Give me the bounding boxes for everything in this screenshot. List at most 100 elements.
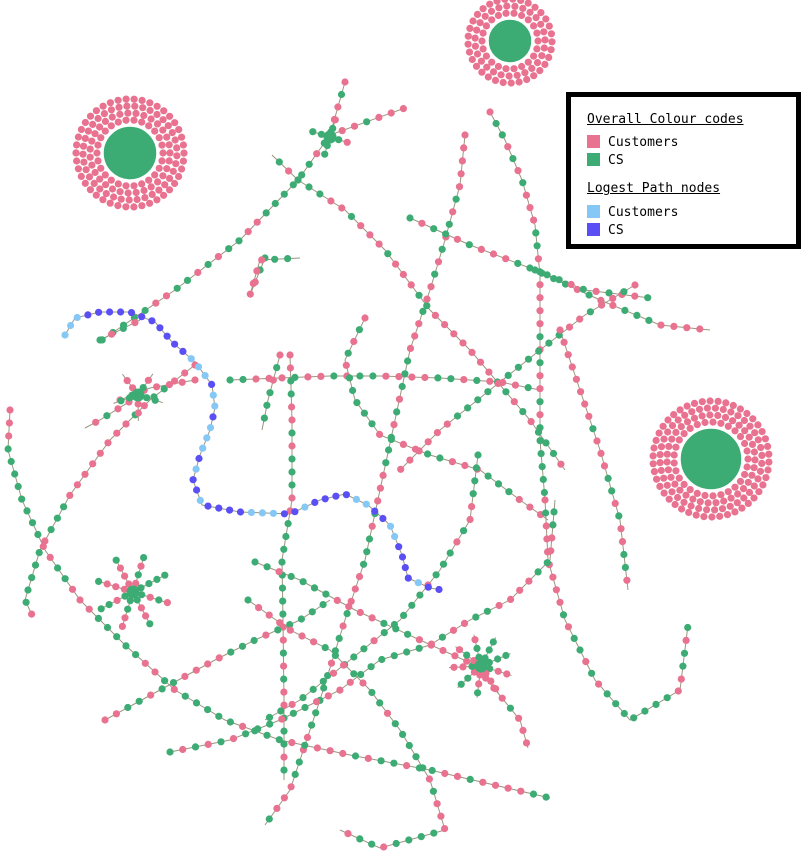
- graph-node: [132, 651, 140, 659]
- graph-node: [515, 78, 523, 86]
- graph-node: [349, 386, 357, 395]
- graph-node: [672, 428, 680, 436]
- graph-node: [94, 141, 102, 149]
- graph-node: [552, 586, 561, 594]
- graph-node: [368, 688, 376, 697]
- graph-node: [297, 615, 305, 623]
- graph-node: [333, 596, 341, 605]
- graph-node: [154, 178, 162, 186]
- legend-label-longest-customers: Customers: [608, 205, 679, 220]
- graph-node: [367, 663, 375, 671]
- graph-node: [130, 182, 138, 190]
- graph-node: [152, 299, 160, 307]
- graph-node: [72, 149, 80, 157]
- graph-node: [375, 113, 383, 121]
- graph-node: [159, 126, 167, 134]
- graph-node: [674, 687, 682, 695]
- graph-node: [263, 401, 271, 409]
- graph-node: [166, 174, 174, 182]
- graph-node: [127, 309, 136, 317]
- graph-node: [656, 482, 664, 490]
- graph-node: [750, 494, 758, 502]
- graph-node: [399, 105, 407, 113]
- graph-node: [609, 294, 617, 302]
- graph-node: [355, 326, 363, 334]
- graph-node: [269, 376, 277, 384]
- graph-node: [374, 497, 382, 505]
- graph-node: [106, 199, 114, 207]
- graph-node: [419, 764, 427, 772]
- graph-node: [173, 284, 181, 292]
- graph-node: [114, 180, 122, 188]
- graph-node: [567, 280, 575, 289]
- graph-edge: [169, 499, 556, 753]
- graph-node: [376, 484, 384, 492]
- graph-node: [279, 610, 287, 618]
- graph-node: [704, 499, 712, 507]
- graph-node: [455, 183, 464, 191]
- graph-node: [160, 107, 168, 115]
- graph-node: [644, 294, 652, 302]
- graph-node: [453, 538, 461, 546]
- graph-node: [130, 95, 138, 103]
- graph-node: [511, 381, 519, 389]
- graph-node: [455, 646, 464, 654]
- graph-node: [208, 380, 216, 388]
- graph-node: [350, 670, 358, 678]
- graph-node: [140, 554, 148, 562]
- graph-node: [329, 669, 338, 677]
- graph-node: [474, 396, 482, 404]
- graph-node: [677, 675, 685, 683]
- graph-node: [171, 119, 179, 127]
- graph-node: [173, 152, 181, 160]
- graph-node: [275, 158, 283, 166]
- graph-node: [510, 398, 518, 406]
- graph-node: [428, 766, 436, 775]
- graph-node: [540, 28, 548, 36]
- graph-node: [524, 384, 532, 392]
- graph-node: [411, 332, 419, 340]
- graph-node: [453, 412, 462, 420]
- graph-node: [159, 149, 167, 157]
- graph-node: [339, 622, 347, 630]
- graph-node: [215, 654, 223, 662]
- graph-node: [548, 534, 556, 542]
- graph-node: [246, 290, 254, 298]
- graph-node: [720, 497, 728, 505]
- graph-node: [403, 648, 411, 656]
- graph-node: [123, 102, 131, 110]
- graph-node: [612, 700, 620, 708]
- graph-node: [536, 281, 544, 289]
- graph-node: [147, 115, 155, 123]
- graph-node: [404, 357, 412, 365]
- graph-node: [369, 372, 377, 380]
- graph-node: [313, 150, 321, 158]
- hub-node: [474, 659, 488, 673]
- graph-node: [460, 144, 468, 152]
- graph-node: [542, 522, 550, 530]
- graph-node: [305, 183, 313, 191]
- graph-node: [536, 385, 544, 393]
- graph-node: [429, 787, 437, 795]
- graph-node: [726, 502, 734, 510]
- graph-node: [271, 199, 279, 208]
- graph-node: [537, 20, 545, 28]
- graph-node: [107, 122, 115, 130]
- graph-node: [95, 577, 103, 586]
- graph-node: [415, 636, 423, 644]
- graph-node: [133, 596, 141, 604]
- graph-node: [252, 375, 260, 383]
- graph-node: [401, 564, 409, 572]
- graph-node: [226, 376, 234, 384]
- graph-node: [139, 104, 147, 112]
- graph-node: [380, 619, 388, 628]
- graph-node: [533, 242, 541, 250]
- graph-node: [521, 69, 529, 77]
- graph-node: [536, 67, 544, 75]
- graph-node: [155, 164, 163, 172]
- graph-node: [675, 436, 683, 444]
- graph-node: [406, 344, 415, 352]
- graph-node: [86, 145, 94, 153]
- graph-node: [441, 825, 449, 833]
- graph-node: [363, 548, 371, 556]
